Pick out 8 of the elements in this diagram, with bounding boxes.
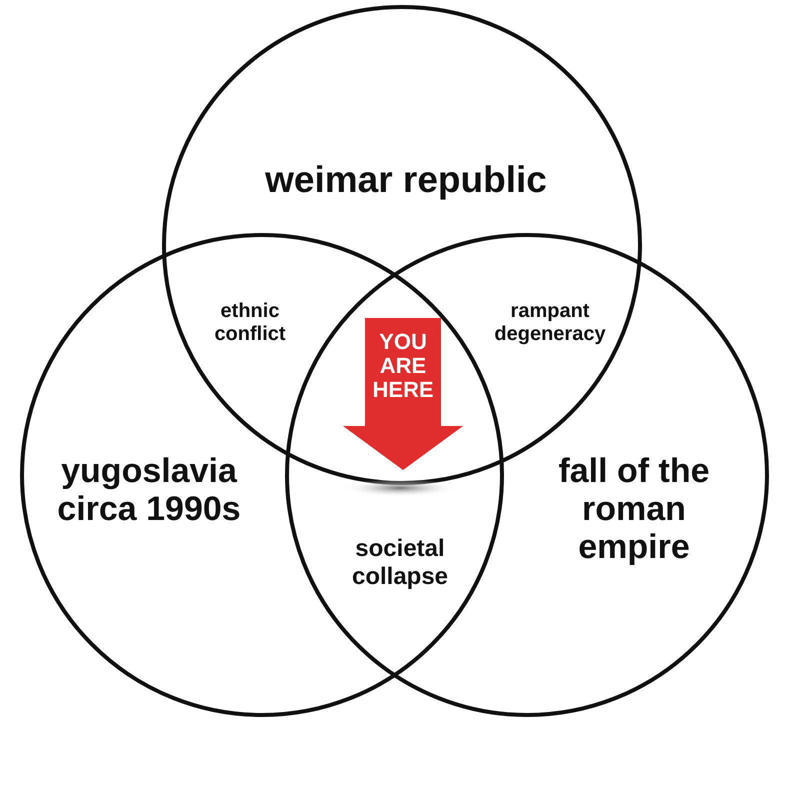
overlap-label: rampant degeneracy xyxy=(493,300,607,346)
down-arrow xyxy=(343,318,463,470)
circle-label: yugoslavia circa 1990s xyxy=(56,452,242,528)
arrow-label: YOU ARE HERE xyxy=(371,330,435,403)
circle-label: weimar republic xyxy=(264,159,548,200)
circle-label: fall of the roman empire xyxy=(557,452,711,566)
overlap-label: ethnic conflict xyxy=(213,300,287,346)
overlap-label: societal collapse xyxy=(350,535,450,590)
